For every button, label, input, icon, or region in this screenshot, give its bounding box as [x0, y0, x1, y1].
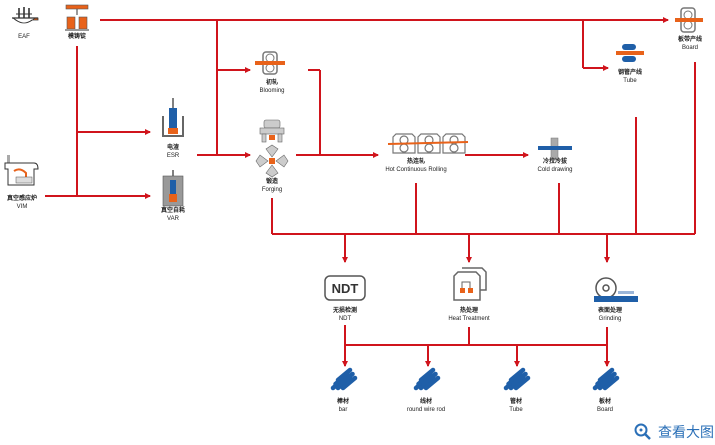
tube-line-label-en: Tube — [623, 78, 637, 84]
node-eaf: EAF — [18, 33, 30, 41]
tube-line-label-cn: 钢管产线 — [617, 70, 643, 76]
forging-label-en: Forging — [261, 187, 283, 193]
ndt-badge-text: NDT — [332, 281, 359, 296]
var-label-en: VAR — [167, 216, 179, 222]
blooming-label-en: Blooming — [259, 88, 285, 94]
product-label-en: Board — [596, 407, 614, 413]
product-label-cn: 管材 — [509, 399, 523, 405]
node-blooming: 初轧 Blooming — [259, 79, 284, 95]
node-board-line: 板带产线 Board — [678, 36, 702, 52]
cold-drawing-label-cn: 冷拉冷拔 — [542, 159, 567, 165]
steel-bundle-icon — [503, 367, 531, 391]
vim-label-cn: 真空感应炉 — [6, 196, 38, 202]
ndt-label-cn: 无损检测 — [332, 308, 358, 314]
vim-furnace-icon — [4, 155, 39, 186]
hot-rolling-label-en: Hot Continuous Rolling — [385, 167, 447, 173]
tube-mill-icon — [616, 44, 644, 62]
var-icon — [162, 170, 184, 207]
blooming-label-cn: 初轧 — [265, 80, 279, 86]
magnifier-icon — [634, 423, 651, 440]
grinding-label-cn: 表面处理 — [597, 308, 623, 314]
node-vim: 真空感应炉 VIM — [7, 195, 37, 211]
forging-label-cn: 锻造 — [265, 179, 278, 185]
view-large-label: 查看大图 — [658, 424, 714, 440]
esr-icon — [162, 98, 184, 137]
vim-label-en: VIM — [16, 204, 28, 210]
board-mill-icon — [675, 7, 703, 33]
hot-rolling-label-cn: 热连轧 — [406, 159, 425, 165]
connector-lines — [45, 17, 696, 367]
cold-drawing-label-en: Cold drawing — [537, 167, 573, 173]
product-tube: 管材 Tube — [509, 398, 522, 414]
product-wire-rod: 线材 round wire rod — [407, 398, 445, 414]
product-label-cn: 棒材 — [336, 399, 350, 405]
board-line-label-cn: 板带产线 — [677, 37, 703, 43]
product-board: 板材 Board — [597, 398, 613, 414]
view-large-image-link[interactable]: 查看大图 — [634, 422, 714, 442]
steel-bundle-icon — [330, 367, 358, 391]
esr-label-en: ESR — [166, 153, 180, 159]
node-cold-drawing: 冷拉冷拔 Cold drawing — [537, 158, 572, 174]
product-label-en: round wire rod — [406, 407, 446, 413]
ndt-icon: NDT — [324, 275, 366, 301]
hot-rolling-mill-icon — [387, 133, 469, 154]
var-label-cn: 真空自耗 — [160, 208, 186, 214]
node-grinding: 表面处理 Grinding — [598, 307, 622, 323]
grinding-wheel-icon — [594, 277, 638, 302]
steel-bundle-icon — [592, 367, 620, 391]
node-var: 真空自耗 VAR — [161, 207, 185, 223]
ingot-casting-icon — [65, 4, 89, 31]
grinding-label-en: Grinding — [598, 316, 622, 322]
node-ingot: 模铸锭 — [68, 33, 86, 41]
node-hot-rolling: 热连轧 Hot Continuous Rolling — [385, 158, 446, 174]
blooming-mill-icon — [255, 51, 285, 75]
esr-label-cn: 电渣 — [166, 145, 179, 151]
node-heat-treatment: 热处理 Heat Treatment — [448, 307, 489, 323]
heat-treatment-furnace-icon — [453, 267, 487, 301]
product-label-en: bar — [338, 407, 348, 413]
eaf-furnace-icon — [12, 7, 39, 24]
heat-treatment-label-en: Heat Treatment — [448, 316, 490, 322]
cold-drawing-icon — [538, 137, 572, 161]
product-bar: 棒材 bar — [337, 398, 349, 414]
node-tube-line: 钢管产线 Tube — [618, 69, 642, 85]
ndt-label-en: NDT — [338, 316, 352, 322]
eaf-label-en: EAF — [18, 34, 30, 40]
product-label-cn: 线材 — [419, 399, 433, 405]
board-line-label-en: Board — [681, 45, 699, 51]
ingot-label-cn: 模铸锭 — [67, 34, 87, 40]
steel-bundle-icon — [413, 367, 441, 391]
product-label-cn: 板材 — [598, 399, 612, 405]
node-forging: 锻造 Forging — [262, 178, 282, 194]
heat-treatment-label-cn: 热处理 — [459, 308, 479, 314]
node-ndt: 无损检测 NDT — [333, 307, 357, 323]
forging-press-icon — [255, 119, 289, 178]
product-label-en: Tube — [509, 407, 523, 413]
node-esr: 电渣 ESR — [167, 144, 179, 160]
